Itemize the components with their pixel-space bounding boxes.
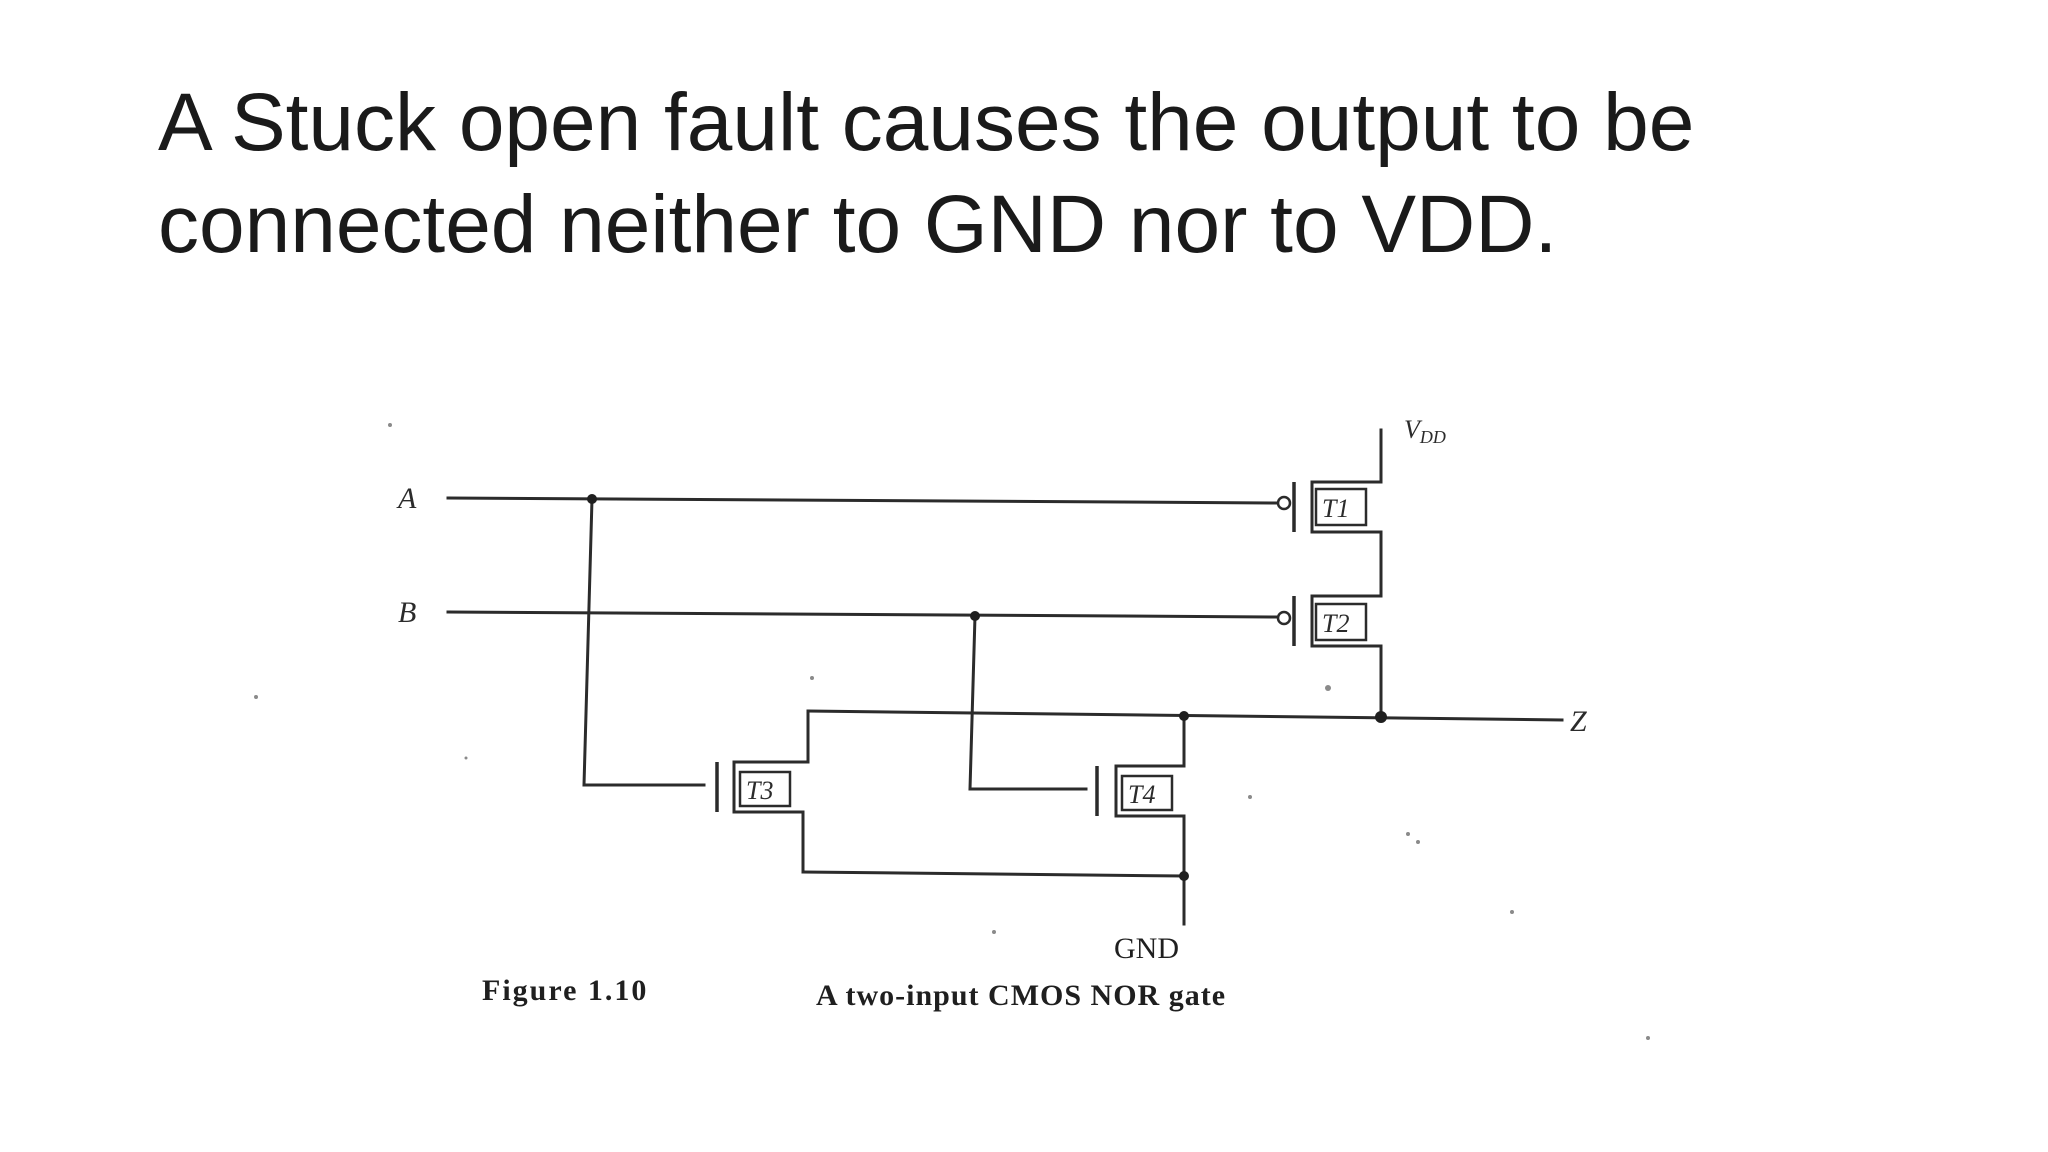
t1-inversion-bubble — [1276, 495, 1292, 511]
t3-channel — [732, 709, 810, 874]
vdd-label-main: V — [1404, 415, 1423, 444]
t1-channel — [1310, 428, 1383, 566]
slide-title-line-2: connected neither to GND nor to VDD. — [158, 179, 1558, 270]
slide-title: A Stuck open fault causes the output to … — [158, 72, 1958, 276]
scan-speck — [810, 676, 814, 680]
t2-label-box — [1314, 602, 1368, 642]
input-b-label: B — [398, 596, 416, 629]
junction-a — [587, 494, 597, 504]
scan-speck — [1248, 795, 1252, 799]
scan-speck — [464, 756, 468, 760]
t2-label: T2 — [1322, 609, 1349, 638]
t4-channel — [1114, 714, 1186, 878]
t3-label-box — [738, 770, 792, 808]
input-b-wire — [446, 610, 1282, 619]
scan-speck — [1646, 1036, 1650, 1040]
scan-speck — [388, 423, 392, 427]
t4-label-box — [1120, 774, 1174, 812]
input-a-wire — [446, 496, 1282, 505]
figure-caption: A two-input CMOS NOR gate — [816, 979, 1226, 1012]
vdd-label-sub: DD — [1419, 427, 1446, 447]
output-z-label: Z — [1570, 705, 1587, 738]
t3-label: T3 — [746, 776, 773, 805]
scan-speck — [1510, 910, 1514, 914]
vdd-label: VDD — [1404, 415, 1446, 447]
t1-label-box — [1314, 487, 1368, 527]
junction-b — [970, 611, 980, 621]
ground-label: GND — [1114, 932, 1179, 965]
ground-bus — [801, 870, 1186, 878]
t4-label: T4 — [1128, 780, 1155, 809]
t2-channel — [1310, 562, 1383, 716]
scan-speck — [992, 930, 996, 934]
junction-output — [1375, 711, 1387, 723]
scan-speck — [1406, 832, 1410, 836]
input-a-label: A — [396, 482, 417, 515]
t2-inversion-bubble — [1276, 610, 1292, 626]
a-branch-to-t3 — [582, 497, 706, 787]
scan-speck — [1416, 840, 1420, 844]
scan-speck — [254, 695, 258, 699]
t1-label: T1 — [1322, 494, 1349, 523]
figure-number: Figure 1.10 — [482, 974, 648, 1007]
junction-ground — [1179, 871, 1189, 881]
b-branch-to-t4 — [968, 614, 1088, 791]
slide-title-line-1: A Stuck open fault causes the output to … — [158, 77, 1695, 168]
junction-t4-drain — [1179, 711, 1189, 721]
scan-speck — [1325, 685, 1331, 691]
